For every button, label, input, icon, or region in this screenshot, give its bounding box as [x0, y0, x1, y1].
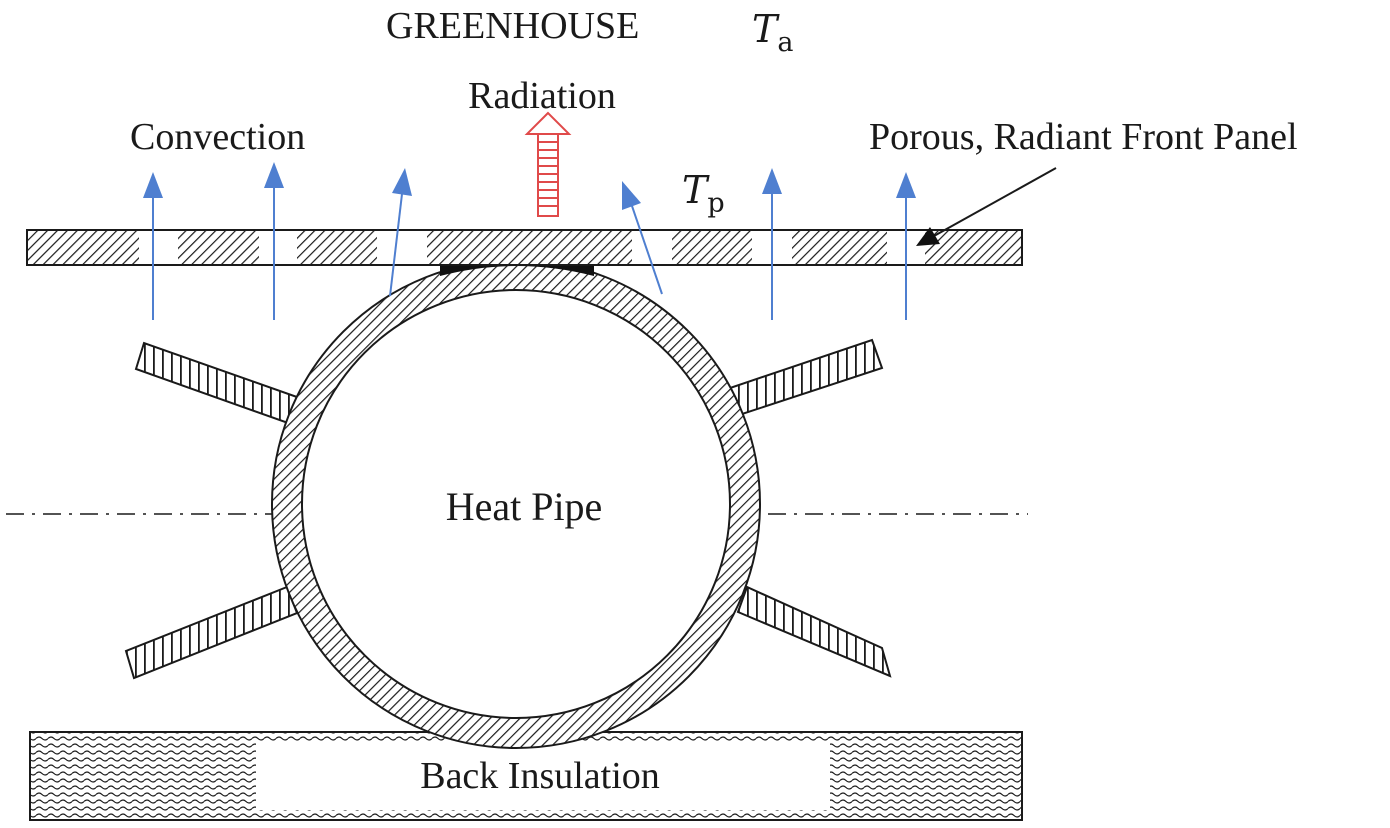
front-panel [26, 229, 1023, 266]
convection-arrow [143, 172, 163, 320]
panel-temp-symbol: T [682, 168, 710, 212]
panel-pore [139, 231, 178, 264]
convection-arrows [143, 162, 916, 320]
panel-pore [259, 231, 297, 264]
panel-label: Porous, Radiant Front Panel [869, 116, 1298, 158]
ambient-temp-label: Ta [752, 7, 793, 58]
fin-upper-left [134, 341, 299, 425]
ambient-temp-subscript: a [777, 27, 793, 58]
heat-pipe: Heat Pipe [271, 259, 761, 749]
radiation-arrow [524, 111, 572, 217]
panel-pointer [916, 167, 1057, 246]
insulation-label-area [256, 742, 830, 810]
convection-arrow [762, 168, 782, 320]
heat-pipe-bore [301, 289, 731, 719]
panel-body [26, 229, 1023, 266]
greenhouse-label: GREENHOUSE [386, 5, 639, 47]
convection-label: Convection [130, 116, 305, 158]
ambient-temp-symbol: T [752, 7, 780, 51]
fin-upper-right [725, 338, 884, 418]
convection-arrow [389, 168, 412, 297]
insulation-label: Back Insulation [420, 755, 660, 797]
convection-arrow [622, 181, 663, 295]
convection-arrow [264, 162, 284, 320]
fin-lower-left [124, 585, 299, 680]
panel-temp-label: Tp [682, 168, 725, 219]
radiation-label: Radiation [468, 75, 616, 117]
panel-pore [632, 231, 672, 264]
panel-temp-subscript: p [707, 188, 724, 219]
convection-arrow [896, 172, 916, 320]
heat-pipe-label: Heat Pipe [446, 484, 603, 529]
panel-pore [377, 231, 427, 264]
fin-lower-right [736, 585, 892, 678]
